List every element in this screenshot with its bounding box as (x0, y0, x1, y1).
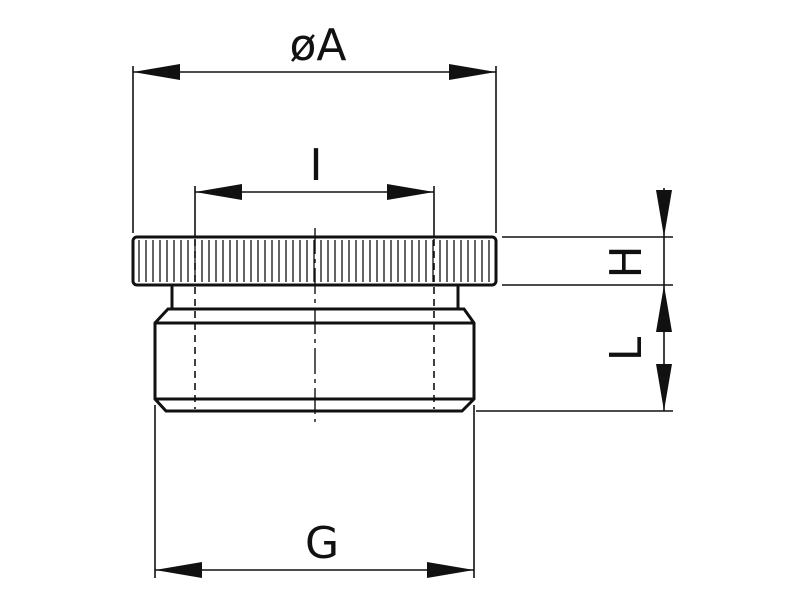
dimension-thread: G (154, 405, 475, 578)
arrowhead (427, 562, 474, 578)
arrowhead (656, 190, 672, 237)
arrowhead (155, 562, 202, 578)
arrowhead (449, 64, 496, 80)
arrowhead (387, 184, 434, 200)
dimension-outer-diameter: øA (132, 20, 497, 233)
arrowhead (656, 364, 672, 411)
knurl-pattern (138, 240, 490, 282)
dimension-height: H (502, 188, 673, 286)
dimension-inner: I (194, 140, 435, 236)
dimension-length: L (476, 285, 673, 412)
arrowhead (133, 64, 180, 80)
dimension-label-inner: I (310, 140, 323, 191)
dimension-label-outer-diameter: øA (289, 20, 346, 71)
dimension-label-height: H (601, 245, 652, 278)
thread-body (153, 307, 476, 413)
dimension-label-thread: G (305, 518, 339, 569)
arrowhead (656, 285, 672, 332)
arrowhead (195, 184, 242, 200)
dimension-label-length: L (601, 336, 652, 361)
